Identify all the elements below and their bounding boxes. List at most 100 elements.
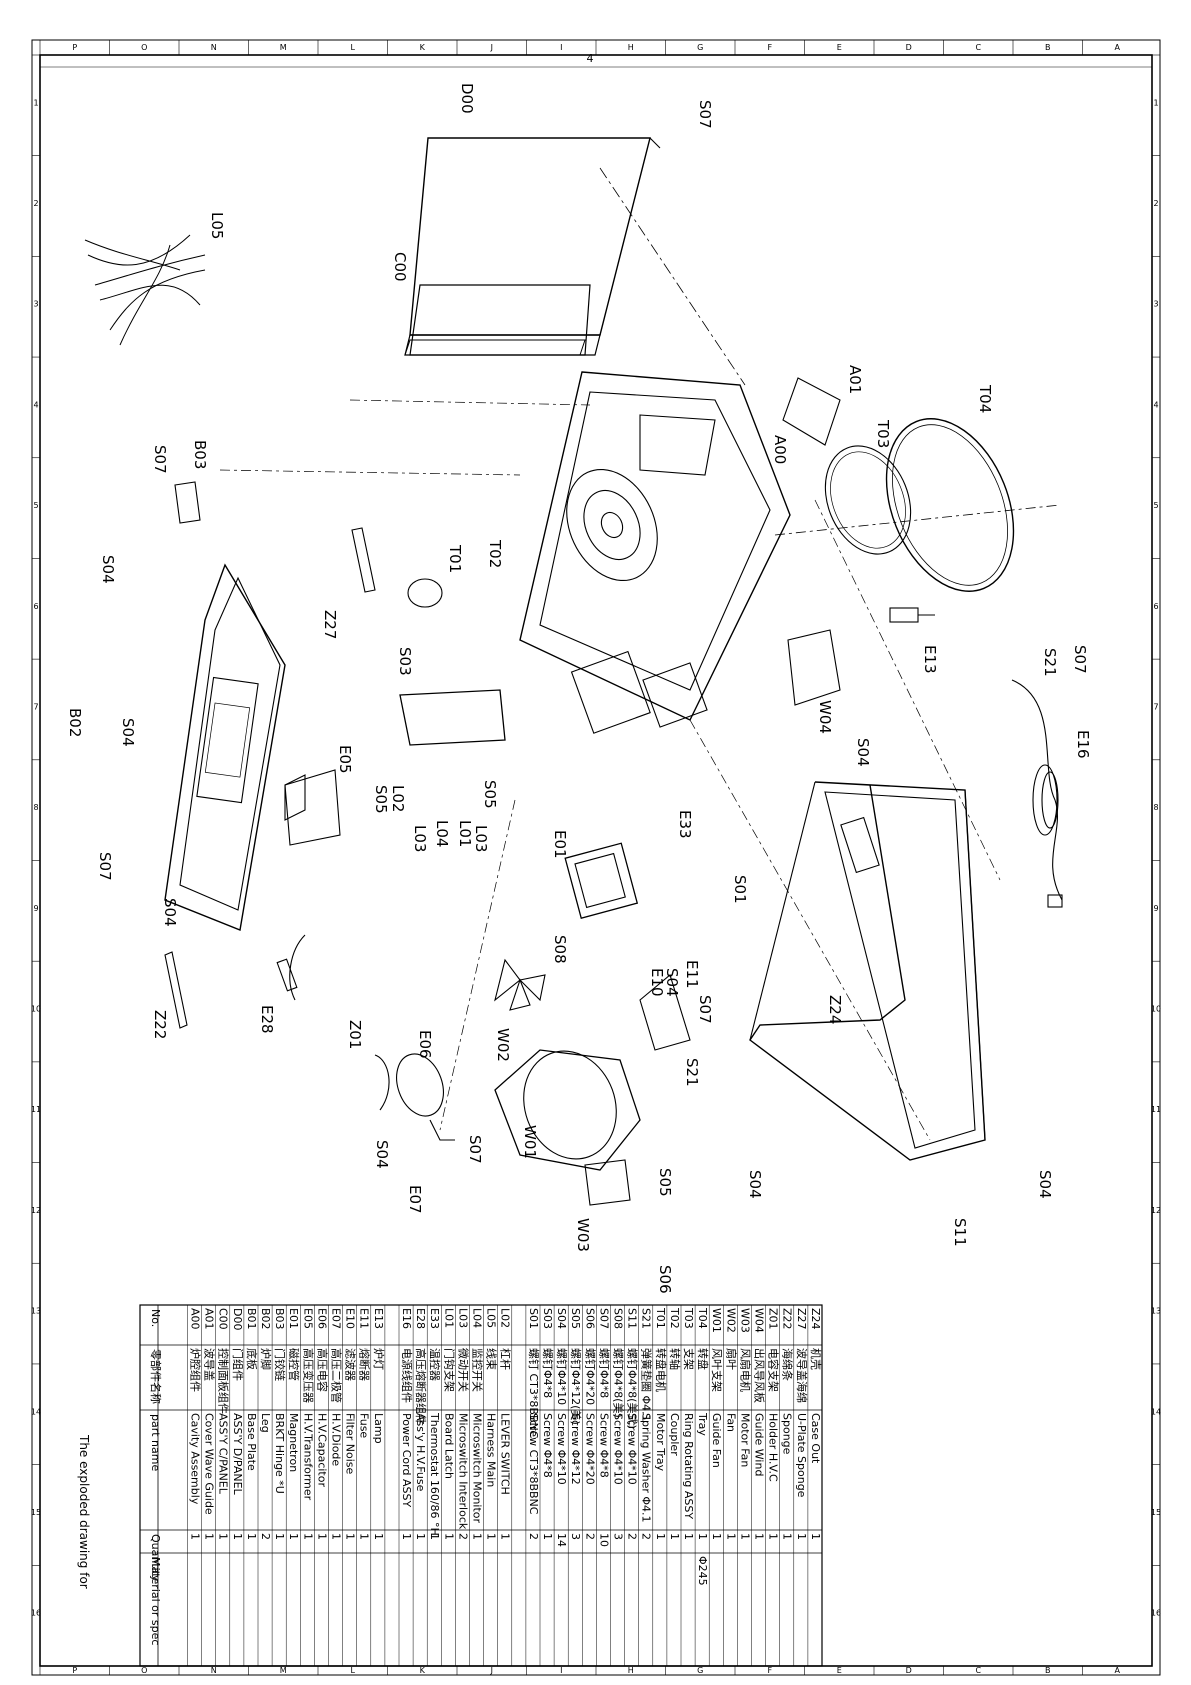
frame-column-letter: K bbox=[420, 43, 426, 52]
cell-quantity: 14 bbox=[555, 1533, 568, 1547]
frame-column-letter: K bbox=[420, 1666, 426, 1675]
cell-quantity: 1 bbox=[485, 1533, 498, 1540]
lamp-sketch bbox=[889, 607, 935, 623]
cell-part-name: Motor Tray bbox=[654, 1413, 667, 1472]
cell-no: E06 bbox=[315, 1308, 328, 1329]
label-S04-mid: S04 bbox=[119, 718, 137, 747]
cell-cn-name: 线束 bbox=[485, 1348, 499, 1370]
cell-no: S01 bbox=[527, 1308, 540, 1329]
cell-quantity: 1 bbox=[668, 1533, 681, 1540]
transformer-sketch bbox=[284, 769, 341, 846]
label-S04-b03: S04 bbox=[99, 555, 117, 584]
frame-row-number: 1 bbox=[33, 98, 38, 107]
cell-no: S04 bbox=[555, 1308, 568, 1329]
cell-no: L01 bbox=[442, 1308, 455, 1328]
label-L03-b: L03 bbox=[472, 825, 490, 852]
cell-no: W02 bbox=[724, 1308, 737, 1333]
cell-no: C00 bbox=[217, 1308, 230, 1330]
frame-row-number: 14 bbox=[1151, 1407, 1161, 1416]
frame-row-number: 13 bbox=[31, 1307, 41, 1316]
frame-column-letter: O bbox=[141, 1666, 147, 1675]
frame-row-number: 10 bbox=[31, 1005, 41, 1014]
frame-row-number: 15 bbox=[1151, 1508, 1161, 1517]
fuse-sketch bbox=[276, 934, 306, 1001]
cell-cn-name: 底板 bbox=[245, 1348, 259, 1370]
frame-row-number: 7 bbox=[33, 702, 38, 711]
label-S07-e11: S07 bbox=[696, 995, 714, 1024]
cell-part-name: ASS'Y D/PANEL bbox=[231, 1413, 244, 1496]
cell-part-name: Screw Φ4*10 bbox=[612, 1413, 625, 1485]
cell-quantity: 1 bbox=[217, 1533, 230, 1540]
cell-quantity: 2 bbox=[640, 1533, 653, 1540]
cell-part-name: Magnetron bbox=[287, 1413, 300, 1472]
label-S07-top: S07 bbox=[696, 100, 714, 129]
label-E11: E11 bbox=[683, 960, 701, 989]
cell-cn-name: 螺钉Φ4*8 bbox=[541, 1348, 554, 1398]
label-S07-b03: S07 bbox=[151, 445, 169, 474]
frame-column-letter: L bbox=[351, 43, 356, 52]
cell-part-name: Harness Main bbox=[485, 1413, 498, 1487]
label-L03-a: L03 bbox=[411, 825, 429, 852]
cell-cn-name: 螺钉Φ4*10 bbox=[555, 1348, 568, 1405]
frame-column-letter: O bbox=[141, 43, 147, 52]
label-B02: B02 bbox=[66, 708, 84, 737]
frame-column-letter: I bbox=[560, 43, 562, 52]
cell-quantity: 1 bbox=[189, 1533, 202, 1540]
cell-quantity: 1 bbox=[710, 1533, 723, 1540]
label-B03: B03 bbox=[191, 440, 209, 469]
cell-part-name: H.V.Diode bbox=[330, 1413, 343, 1466]
cell-quantity: 1 bbox=[541, 1533, 554, 1540]
cell-no: B01 bbox=[245, 1308, 258, 1330]
door-panel bbox=[404, 137, 661, 356]
label-A01: A01 bbox=[846, 365, 864, 394]
cell-no: W04 bbox=[753, 1308, 766, 1333]
cell-no: S08 bbox=[612, 1308, 625, 1329]
frame-column-letter: N bbox=[211, 1666, 217, 1675]
cell-cn-name: 监控开关 bbox=[471, 1348, 485, 1392]
label-W03: W03 bbox=[574, 1218, 592, 1252]
cell-quantity: 2 bbox=[583, 1533, 596, 1540]
cell-quantity: 1 bbox=[344, 1533, 357, 1540]
cell-part-name: Cover Wave Guide bbox=[203, 1413, 216, 1515]
latch-board bbox=[399, 689, 506, 746]
capacitor-sketch bbox=[374, 1053, 444, 1117]
frame-row-number: 11 bbox=[1151, 1105, 1161, 1114]
cell-part-name: Screw Φ4*10 bbox=[626, 1413, 639, 1485]
label-S07-left: S07 bbox=[96, 852, 114, 881]
cell-cn-name: 高压熔断器组件 bbox=[414, 1348, 428, 1425]
cell-cn-name: 炉脚 bbox=[259, 1348, 273, 1370]
cell-no: E11 bbox=[358, 1308, 371, 1329]
cell-part-name: Thermostat 160/86 °H bbox=[428, 1412, 441, 1536]
cell-no: S07 bbox=[597, 1308, 610, 1329]
cell-cn-name: 高压电容 bbox=[315, 1348, 329, 1392]
cavity-assembly bbox=[519, 371, 791, 734]
frame-row-number: 2 bbox=[1153, 199, 1158, 208]
cell-part-name: Lamp bbox=[372, 1413, 385, 1444]
frame-row-number: 15 bbox=[31, 1508, 41, 1517]
cell-no: S03 bbox=[541, 1308, 554, 1329]
cell-quantity: 10 bbox=[597, 1533, 610, 1547]
label-S04-lower: S04 bbox=[161, 898, 179, 927]
label-W02: W02 bbox=[494, 1028, 512, 1062]
cell-cn-name: 门铰链 bbox=[273, 1348, 287, 1381]
label-S21-right: S21 bbox=[1041, 648, 1059, 677]
cell-no: D00 bbox=[231, 1308, 244, 1330]
cell-part-name: Filter Noise bbox=[344, 1413, 357, 1474]
label-E07: E07 bbox=[406, 1185, 424, 1214]
frame-row-number: 10 bbox=[1151, 1005, 1161, 1014]
cell-quantity: 1 bbox=[245, 1533, 258, 1540]
wind-guide bbox=[787, 629, 841, 706]
cell-no: Z24 bbox=[809, 1308, 822, 1330]
harness-sketch bbox=[84, 234, 206, 346]
cell-part-name: Case Out bbox=[809, 1413, 822, 1464]
cell-quantity: 1 bbox=[781, 1533, 794, 1540]
